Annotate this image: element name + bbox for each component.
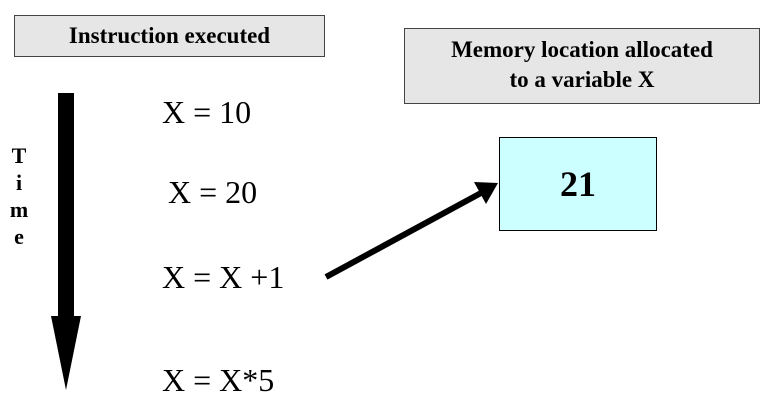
instruction-x-increment: X = X +1 (162, 259, 285, 295)
assignment-arrow-shaft (324, 190, 483, 280)
time-arrow-shaft (58, 93, 74, 333)
instruction-x-equals-10: X = 10 (162, 94, 252, 130)
instruction-x-times-5: X = X*5 (162, 362, 275, 398)
time-label: T i m e (8, 142, 30, 250)
time-letter-m: m (9, 197, 29, 222)
time-letter-i: i (15, 170, 23, 195)
memory-cell-value: 21 (499, 137, 657, 231)
assignment-arrow-head (474, 182, 498, 204)
instruction-x-equals-20: X = 20 (168, 174, 258, 210)
memory-header-line-2: to a variable X (509, 67, 655, 92)
memory-location-header: Memory location allocated to a variable … (404, 28, 760, 104)
time-arrow-head (51, 316, 81, 390)
time-letter-t: T (11, 143, 27, 168)
instruction-executed-header: Instruction executed (14, 15, 325, 57)
memory-header-line-1: Memory location allocated (451, 37, 713, 62)
time-letter-e: e (14, 224, 24, 249)
